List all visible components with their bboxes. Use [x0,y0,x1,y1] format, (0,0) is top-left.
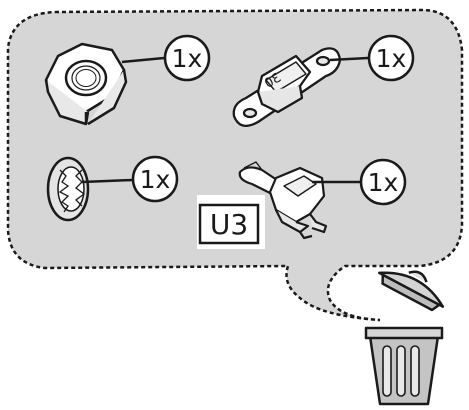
nut-quantity-callout: 1x [163,34,211,82]
u3-tag: U3 [197,195,265,249]
washer-quantity-callout: 1x [131,155,179,203]
nut-quantity-label: 1x [172,44,203,73]
trash-bin-lid [378,270,445,312]
callout-leaders [81,56,369,184]
connector-quantity-label: 1x [368,168,399,197]
blade-fuse-icon: 30 [232,47,342,127]
connector-quantity-callout: 1x [359,158,407,206]
fuse-quantity-label: 1x [376,44,407,73]
lock-washer-icon [46,156,90,222]
washer-leader-line [81,178,133,184]
fuse-leader-line [329,56,369,62]
hex-nut-icon [44,42,128,126]
u3-tag-label: U3 [210,208,248,241]
nut-leader-line [121,56,165,64]
fuse-quantity-callout: 1x [367,34,415,82]
trash-bin-icon [364,270,445,406]
connector-plug-icon [238,161,328,240]
fuse-marking: 30 [262,70,284,91]
trash-bin-ribs [382,345,420,397]
washer-quantity-label: 1x [140,165,171,194]
